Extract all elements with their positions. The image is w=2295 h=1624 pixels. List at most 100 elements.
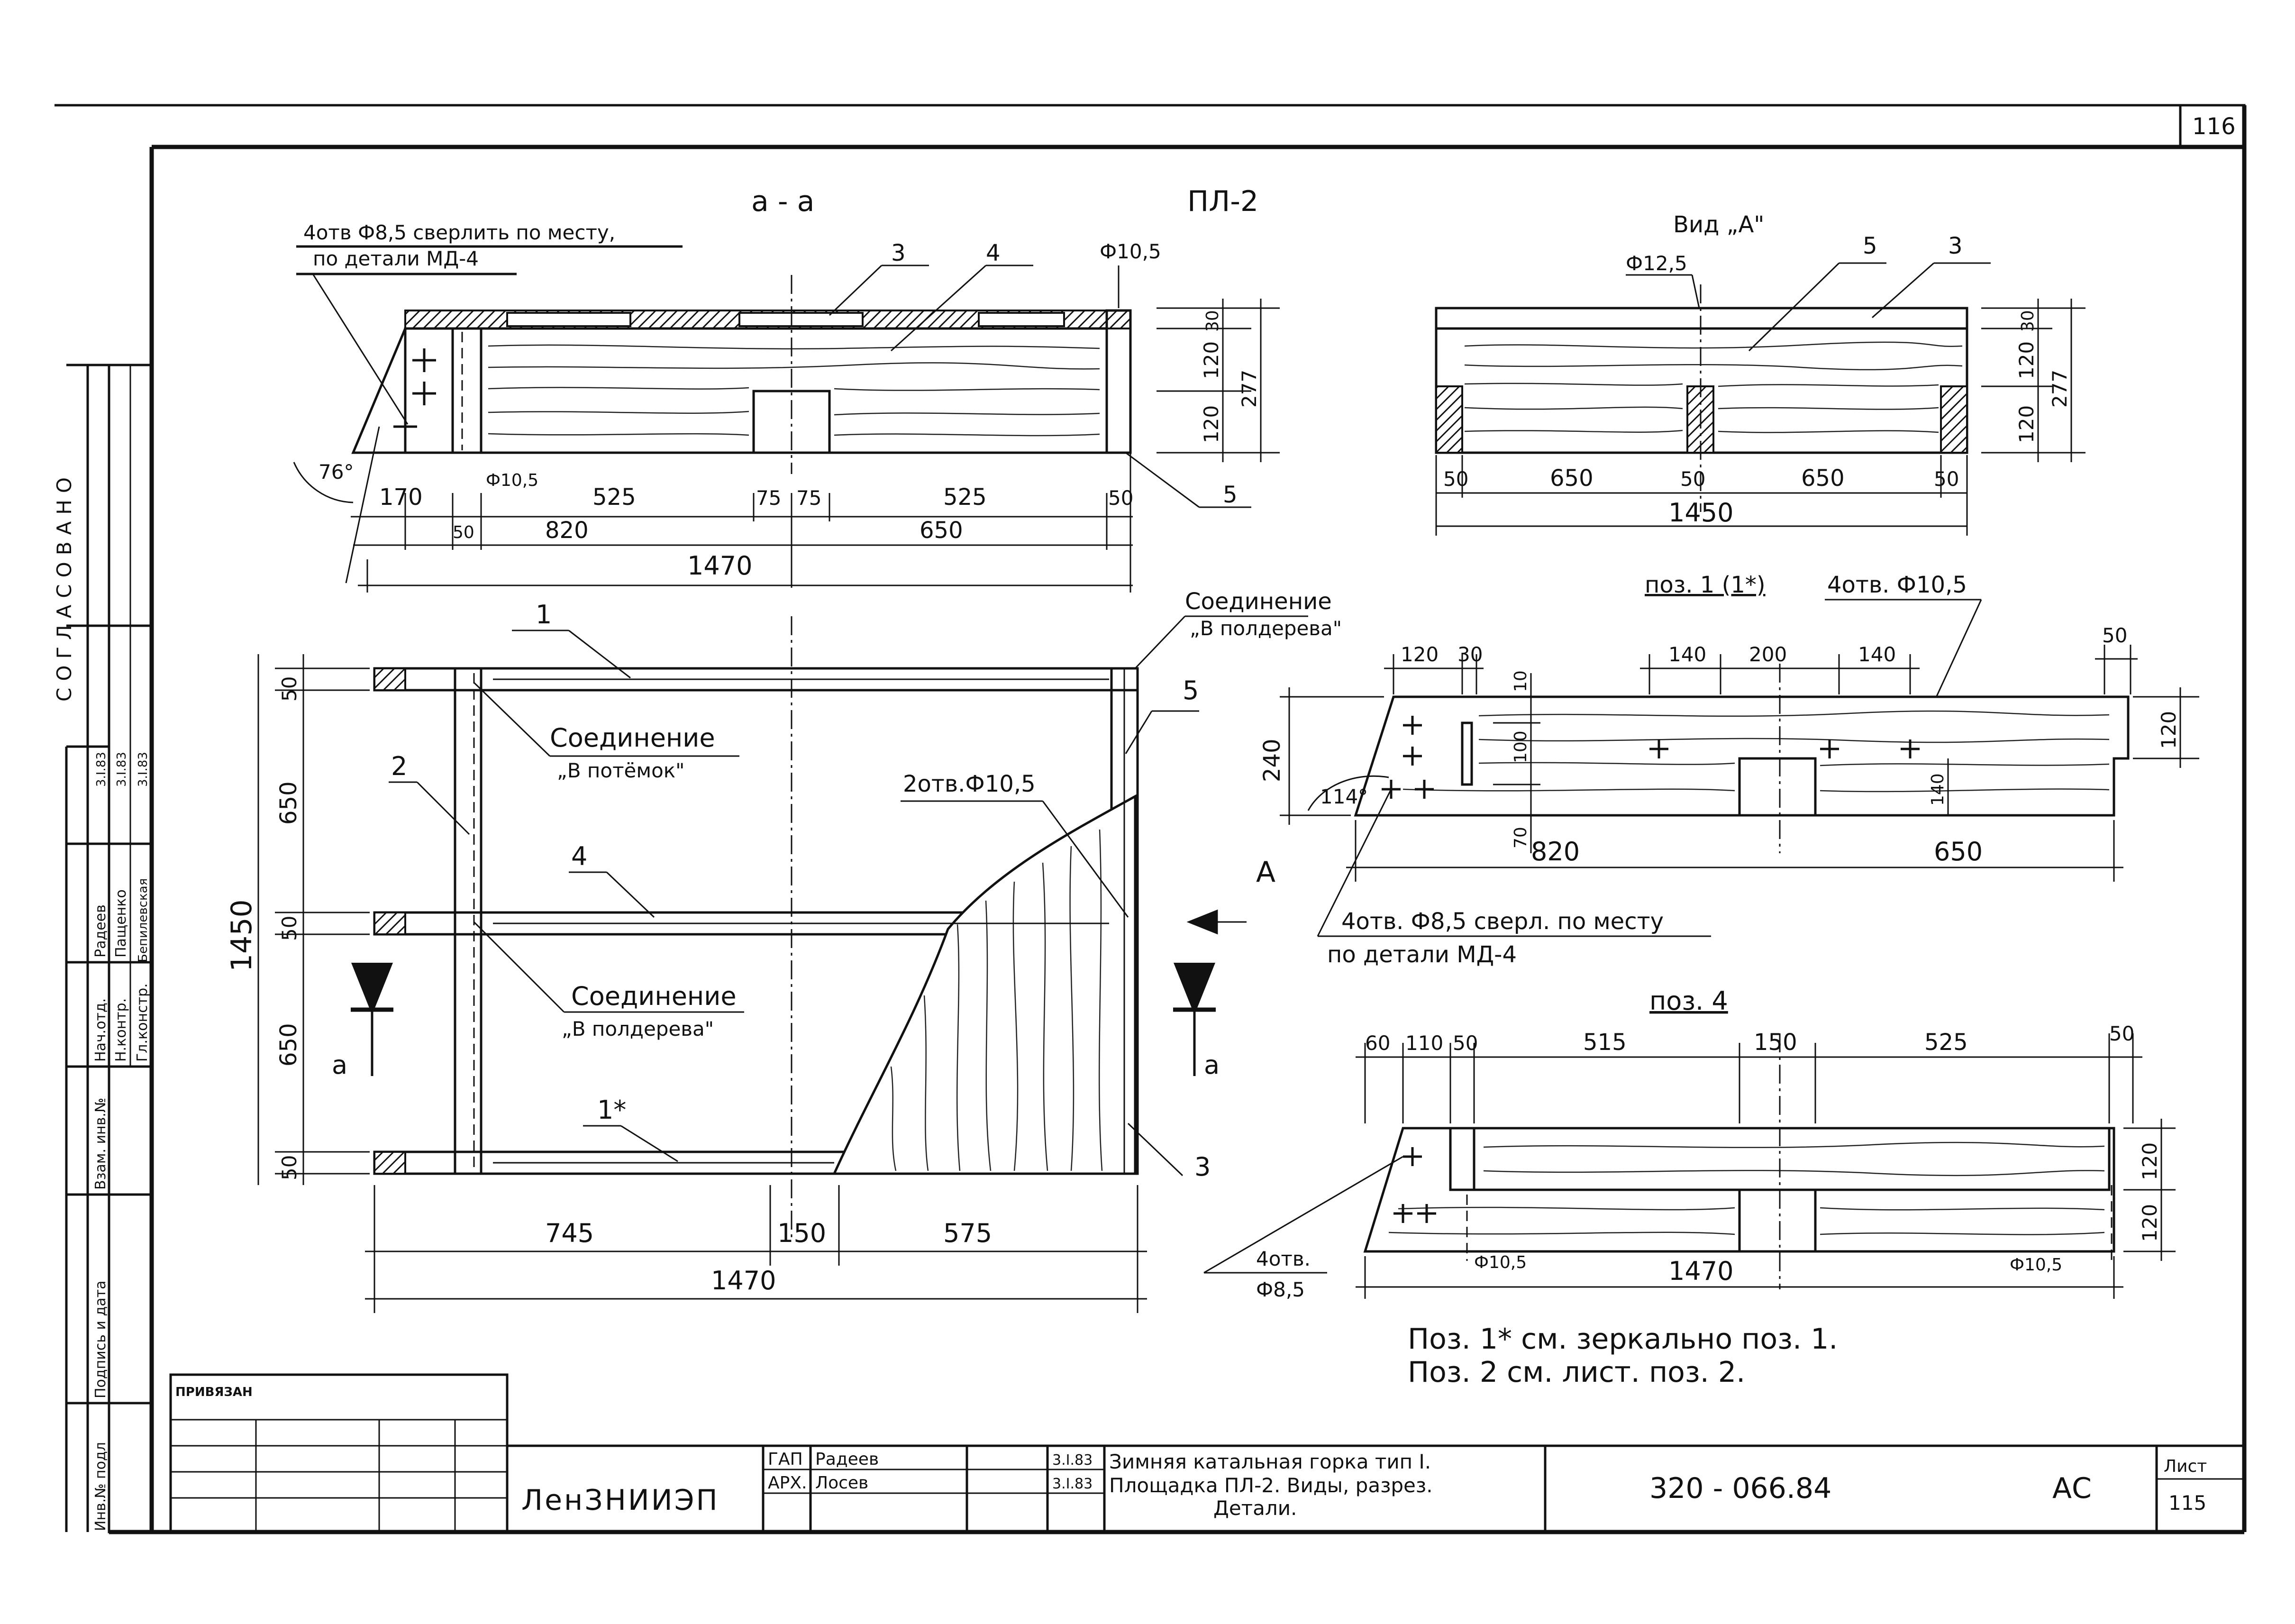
pos1-bdim-650: 650 bbox=[1934, 837, 1983, 867]
stamp-name-1: Радеев bbox=[92, 904, 109, 958]
plan-callout-5: 5 bbox=[1183, 675, 1199, 705]
section-mark-left: а bbox=[332, 1050, 347, 1080]
pos4-hole-left: Ф10,5 bbox=[1474, 1253, 1527, 1272]
pos1-vdim-10: 10 bbox=[1511, 670, 1530, 692]
role-gap: ГАП bbox=[768, 1450, 803, 1469]
stamp-name-3: Бепилевская bbox=[136, 878, 150, 962]
aa-dim-525b: 525 bbox=[943, 484, 987, 511]
top-sheet-number: 116 bbox=[2192, 113, 2236, 140]
main-title: ПЛ-2 bbox=[1187, 185, 1258, 218]
stamp-date-2: 3.I.83 bbox=[115, 752, 129, 787]
aa-dim-50b: 50 bbox=[453, 523, 474, 542]
pos1-vdim-240: 240 bbox=[1259, 739, 1285, 782]
aa-vdim-120b: 120 bbox=[1200, 405, 1223, 443]
view-a-hole: Ф12,5 bbox=[1626, 252, 1687, 275]
pos1-vdim-70: 70 bbox=[1511, 827, 1530, 848]
section-aa-callout-5: 5 bbox=[1223, 482, 1238, 508]
note-2: Поз. 2 см. лист. поз. 2. bbox=[1408, 1356, 1745, 1389]
section-aa-callout-3: 3 bbox=[891, 240, 906, 266]
stamp-role-1: Нач.отд. bbox=[92, 998, 109, 1062]
view-a-vdim-30: 30 bbox=[2018, 310, 2038, 332]
pos1-vdim-120: 120 bbox=[2157, 711, 2180, 749]
pos4-title: поз. 4 bbox=[1649, 986, 1728, 1016]
view-a-vdim-120a: 120 bbox=[2015, 341, 2038, 379]
pos1-dim-140a: 140 bbox=[1668, 643, 1706, 666]
plan-ldim-50a: 50 bbox=[278, 676, 301, 702]
date-gap: 3.I.83 bbox=[1052, 1452, 1093, 1469]
pos4-holes-note-2: Ф8,5 bbox=[1256, 1278, 1305, 1301]
view-a-dim-50c: 50 bbox=[1934, 467, 1959, 491]
pos1-dim-50: 50 bbox=[2102, 624, 2127, 647]
pos1-dim-30: 30 bbox=[1457, 643, 1483, 666]
title-line-1: Зимняя катальная горка тип I. bbox=[1109, 1450, 1431, 1473]
view-a-dim-650b: 650 bbox=[1801, 465, 1845, 492]
side-stamp bbox=[65, 364, 153, 1533]
view-a-callout-3: 3 bbox=[1948, 233, 1963, 259]
aa-vdim-120a: 120 bbox=[1200, 341, 1223, 379]
plan-holes-note: 2отв.Ф10,5 bbox=[903, 771, 1036, 797]
pos4-drawing bbox=[1356, 1033, 2176, 1299]
pos1-note-1: 4отв. Ф8,5 сверл. по месту bbox=[1341, 908, 1664, 935]
view-a-vdim-277: 277 bbox=[2048, 370, 2071, 408]
section-aa-callout-hole: Ф10,5 bbox=[1100, 240, 1161, 263]
note-1: Поз. 1* см. зеркально поз. 1. bbox=[1408, 1323, 1838, 1356]
pos4-hole-right: Ф10,5 bbox=[2010, 1255, 2062, 1275]
pos4-dim-150: 150 bbox=[1754, 1029, 1797, 1056]
role-arch: АРХ. bbox=[768, 1473, 807, 1493]
aa-dim-650: 650 bbox=[920, 517, 963, 544]
pos4-dim-50b: 50 bbox=[2109, 1022, 2134, 1045]
view-a-vdim-120b: 120 bbox=[2015, 405, 2038, 443]
plan-view-arrow-label: А bbox=[1256, 856, 1275, 889]
aa-dim-820: 820 bbox=[545, 517, 589, 544]
view-a-dim-50a: 50 bbox=[1443, 467, 1468, 491]
view-a-dim-50b: 50 bbox=[1680, 467, 1705, 491]
plan-callout-4: 4 bbox=[571, 841, 587, 871]
plan-bdim-150: 150 bbox=[777, 1218, 826, 1248]
view-a-total: 1450 bbox=[1668, 498, 1733, 528]
stamp-date-1: 3.I.83 bbox=[94, 752, 109, 787]
pos1-dim-120: 120 bbox=[1401, 643, 1439, 666]
pos4-holes-note-1: 4отв. bbox=[1256, 1247, 1311, 1270]
pos4-vdim-120a: 120 bbox=[2138, 1142, 2161, 1180]
view-a-dim-650a: 650 bbox=[1550, 465, 1594, 492]
plan-callout-3: 3 bbox=[1194, 1152, 1211, 1182]
stamp-date-3: 3.I.83 bbox=[136, 752, 150, 787]
plan-ldim-total: 1450 bbox=[225, 899, 258, 972]
name-arch: Лосев bbox=[815, 1473, 868, 1493]
stamp-col-3: Взам. инв.№ bbox=[92, 1098, 109, 1190]
section-aa-callout-4: 4 bbox=[986, 240, 1001, 266]
pos1-angle: 114° bbox=[1320, 785, 1368, 808]
plan-ldim-50b: 50 bbox=[278, 916, 301, 941]
stamp-col-1: Инв.№ подл bbox=[92, 1442, 109, 1531]
aa-hole: Ф10,5 bbox=[486, 471, 538, 490]
section-aa-note-1: 4отв Ф8,5 сверлить по месту, bbox=[303, 221, 615, 244]
pos4-dim-525: 525 bbox=[1924, 1029, 1968, 1056]
aa-dim-170: 170 bbox=[379, 484, 423, 511]
pos1-vdim-100: 100 bbox=[1511, 730, 1530, 763]
view-a-title: Вид „А" bbox=[1673, 211, 1764, 238]
stage: АС bbox=[2052, 1472, 2092, 1505]
plan-bdim-745: 745 bbox=[545, 1218, 594, 1248]
view-a-drawing bbox=[1435, 284, 2086, 536]
plan-ldim-650a: 650 bbox=[275, 781, 302, 825]
section-aa-note-2: по детали МД-4 bbox=[313, 247, 479, 270]
plan-callout-1: 1 bbox=[536, 600, 552, 630]
pos4-dim-515: 515 bbox=[1583, 1029, 1627, 1056]
plan-bdim-total: 1470 bbox=[711, 1266, 776, 1296]
pos1-drawing bbox=[1280, 645, 2199, 882]
plan-joint-dark-1: Соединение bbox=[550, 723, 715, 753]
plan-bdim-575: 575 bbox=[943, 1218, 992, 1248]
section-aa-vert-dims bbox=[1157, 299, 1280, 462]
pos1-bdim-820: 820 bbox=[1531, 837, 1580, 867]
aa-vdim-277: 277 bbox=[1238, 370, 1261, 408]
aa-dim-50: 50 bbox=[1108, 486, 1133, 510]
pos4-vdim-120b: 120 bbox=[2138, 1204, 2161, 1242]
pos4-dim-50a: 50 bbox=[1453, 1031, 1478, 1055]
plan-ldim-650b: 650 bbox=[275, 1023, 302, 1067]
sheet-frame bbox=[55, 104, 2247, 1534]
plan-joint-mid-1: Соединение bbox=[571, 981, 737, 1011]
stamp-col-2: Подпись и дата bbox=[92, 1281, 109, 1399]
bound-label: ПРИВЯЗАН bbox=[175, 1385, 253, 1399]
title-line-3: Детали. bbox=[1213, 1496, 1297, 1520]
